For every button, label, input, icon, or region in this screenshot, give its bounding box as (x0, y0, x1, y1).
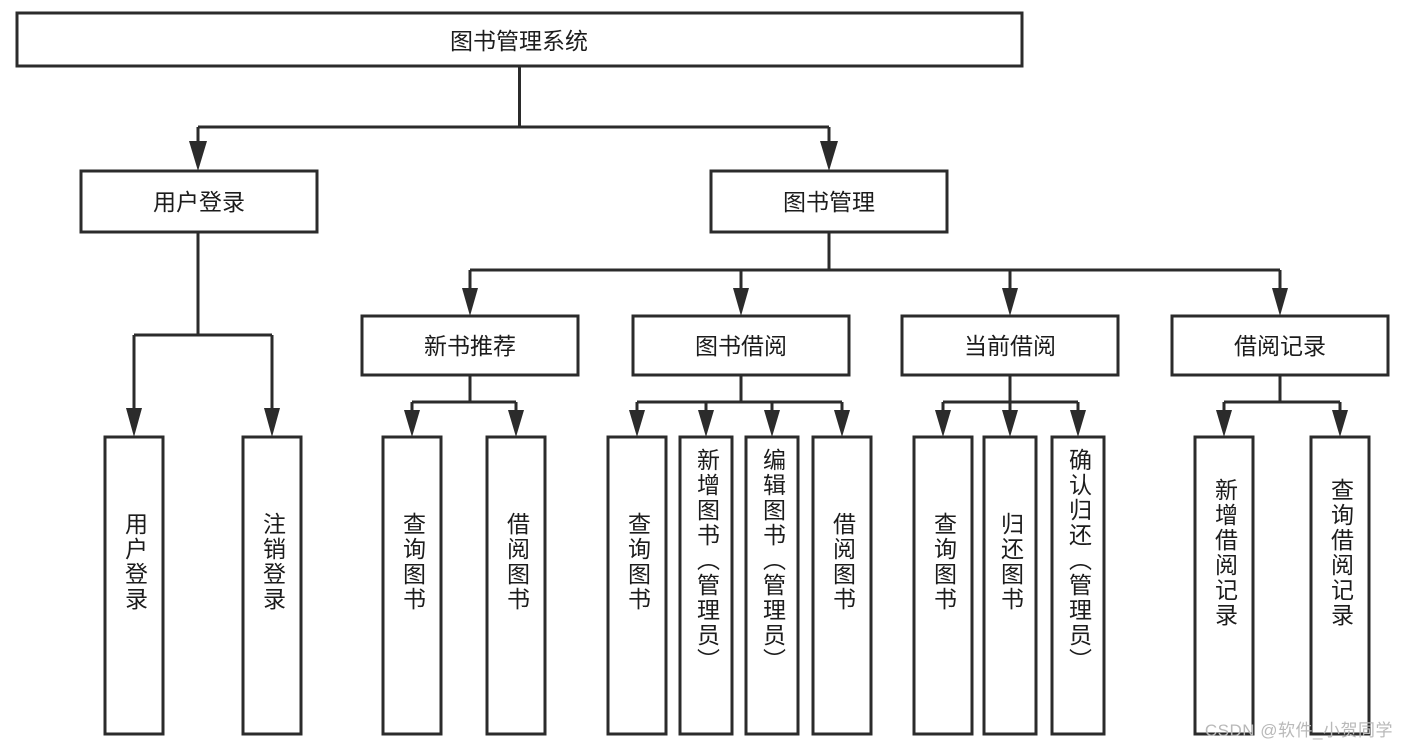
arrow-head-user-login (126, 408, 142, 437)
node-current-borrow-box[interactable] (900, 314, 1120, 377)
arrow-head-records (1272, 288, 1288, 316)
leaf-box-return-book[interactable] (982, 435, 1038, 736)
arrow-head-newbook-leaf-1 (404, 410, 420, 437)
arrow-head-newbook-leaf-2 (508, 410, 524, 437)
leaf-box-query-book-borrow[interactable] (606, 435, 668, 736)
arrow-head-current-leaf-1 (935, 410, 951, 437)
node-root-label: 图书管理系统 (450, 28, 588, 54)
arrow-head-current-leaf-3 (1070, 410, 1086, 437)
node-book-management-label: 图书管理 (783, 189, 875, 215)
arrow-head-borrow-leaf-4 (834, 410, 850, 437)
node-new-book-recommend-label: 新书推荐 (424, 333, 516, 359)
leaf-box-add-borrow-record[interactable] (1193, 435, 1255, 736)
node-borrow-record-box[interactable] (1170, 314, 1390, 377)
arrow-head-borrow-leaf-3 (764, 410, 780, 437)
leaf-box-query-borrow-record[interactable] (1309, 435, 1371, 736)
arrow-head-borrow (733, 288, 749, 316)
node-book-borrow-label: 图书借阅 (695, 333, 787, 359)
leaf-box-confirm-return-admin[interactable] (1050, 435, 1106, 736)
node-layer: 图书管理系统 用户登录 图书管理 新书推荐 图书借阅 当前借阅 借阅记录 (15, 11, 1390, 736)
arrow-head-login (189, 141, 207, 171)
arrow-head-new-book (462, 288, 478, 316)
leaf-box-user-logout[interactable] (241, 435, 303, 736)
arrow-head-borrow-leaf-1 (629, 410, 645, 437)
leaf-box-add-book-admin[interactable] (678, 435, 734, 736)
node-user-login-label: 用户登录 (153, 189, 245, 215)
csdn-watermark: CSDN @软件_小贺同学 (1204, 721, 1393, 740)
arrow-head-records-leaf-2 (1332, 410, 1348, 437)
node-root-box[interactable] (15, 11, 1024, 68)
node-book-management-box[interactable] (709, 169, 949, 234)
leaf-box-borrow-book-newrec[interactable] (485, 435, 547, 736)
node-user-login-box[interactable] (79, 169, 319, 234)
leaf-box-query-book-newrec[interactable] (381, 435, 443, 736)
arrow-head-user-logout (264, 408, 280, 437)
node-borrow-record-label: 借阅记录 (1234, 333, 1326, 359)
leaf-box-user-login[interactable] (103, 435, 165, 736)
arrow-head-current-leaf-2 (1002, 410, 1018, 437)
node-new-book-recommend-box[interactable] (360, 314, 580, 377)
node-current-borrow-label: 当前借阅 (964, 333, 1056, 359)
arrow-head-current (1002, 288, 1018, 316)
leaf-box-query-book-current[interactable] (912, 435, 974, 736)
arrow-head-records-leaf-1 (1216, 410, 1232, 437)
leaf-box-edit-book-admin[interactable] (744, 435, 800, 736)
leaf-box-borrow-book-borrow[interactable] (811, 435, 873, 736)
arrow-head-bookmgmt (820, 141, 838, 171)
arrow-head-borrow-leaf-2 (698, 410, 714, 437)
edge-layer (126, 66, 1348, 437)
node-book-borrow-box[interactable] (631, 314, 851, 377)
